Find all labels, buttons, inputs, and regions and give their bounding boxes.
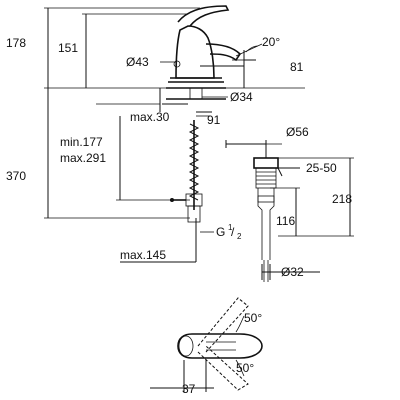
dim-151: 151 — [58, 41, 78, 55]
dim-angle-20: 20° — [262, 35, 280, 49]
drain-assembly — [225, 140, 279, 282]
dim-25-50-lines — [256, 167, 300, 177]
dim-thread-den: 2 — [237, 232, 242, 241]
dim-thread-g: G — [216, 225, 225, 239]
dim-max145-lines — [120, 218, 197, 263]
dim-91: 91 — [207, 113, 221, 127]
dim-91-lines — [196, 111, 212, 117]
svg-text:/: / — [231, 225, 235, 239]
faucet-side-view — [168, 5, 242, 83]
dim-116-lines — [270, 187, 300, 236]
countertop — [166, 87, 226, 100]
dim-min177: min.177 — [60, 135, 103, 149]
dim-angle-50-top: 50° — [244, 311, 262, 325]
supply-hose — [170, 120, 203, 223]
dim-116: 116 — [276, 214, 295, 228]
dim-218-lines — [278, 157, 354, 237]
dim-178: 178 — [6, 36, 26, 50]
dim-370: 370 — [6, 169, 26, 183]
dim-dia43: Ø43 — [126, 55, 149, 69]
dim-81: 81 — [290, 60, 304, 74]
dim-37: 37 — [182, 382, 196, 396]
angle-20-marker — [235, 43, 263, 57]
dim-max291: max.291 — [60, 151, 106, 165]
top-view — [150, 297, 263, 392]
dim-dia56: Ø56 — [286, 125, 309, 139]
dim-max30-lines — [96, 88, 188, 112]
dim-max145: max.145 — [120, 248, 166, 262]
dim-thread-num: 1 — [228, 223, 233, 232]
dim-81-lines — [200, 50, 256, 88]
dim-dia32-lines — [261, 264, 320, 280]
dim-25-50: 25-50 — [306, 161, 337, 175]
dim-max30: max.30 — [130, 110, 170, 124]
dim-218: 218 — [332, 192, 352, 206]
dim-angle-50-bottom: 50° — [236, 361, 254, 375]
dim-dia32: Ø32 — [281, 265, 304, 279]
dim-dia34: Ø34 — [230, 90, 253, 104]
